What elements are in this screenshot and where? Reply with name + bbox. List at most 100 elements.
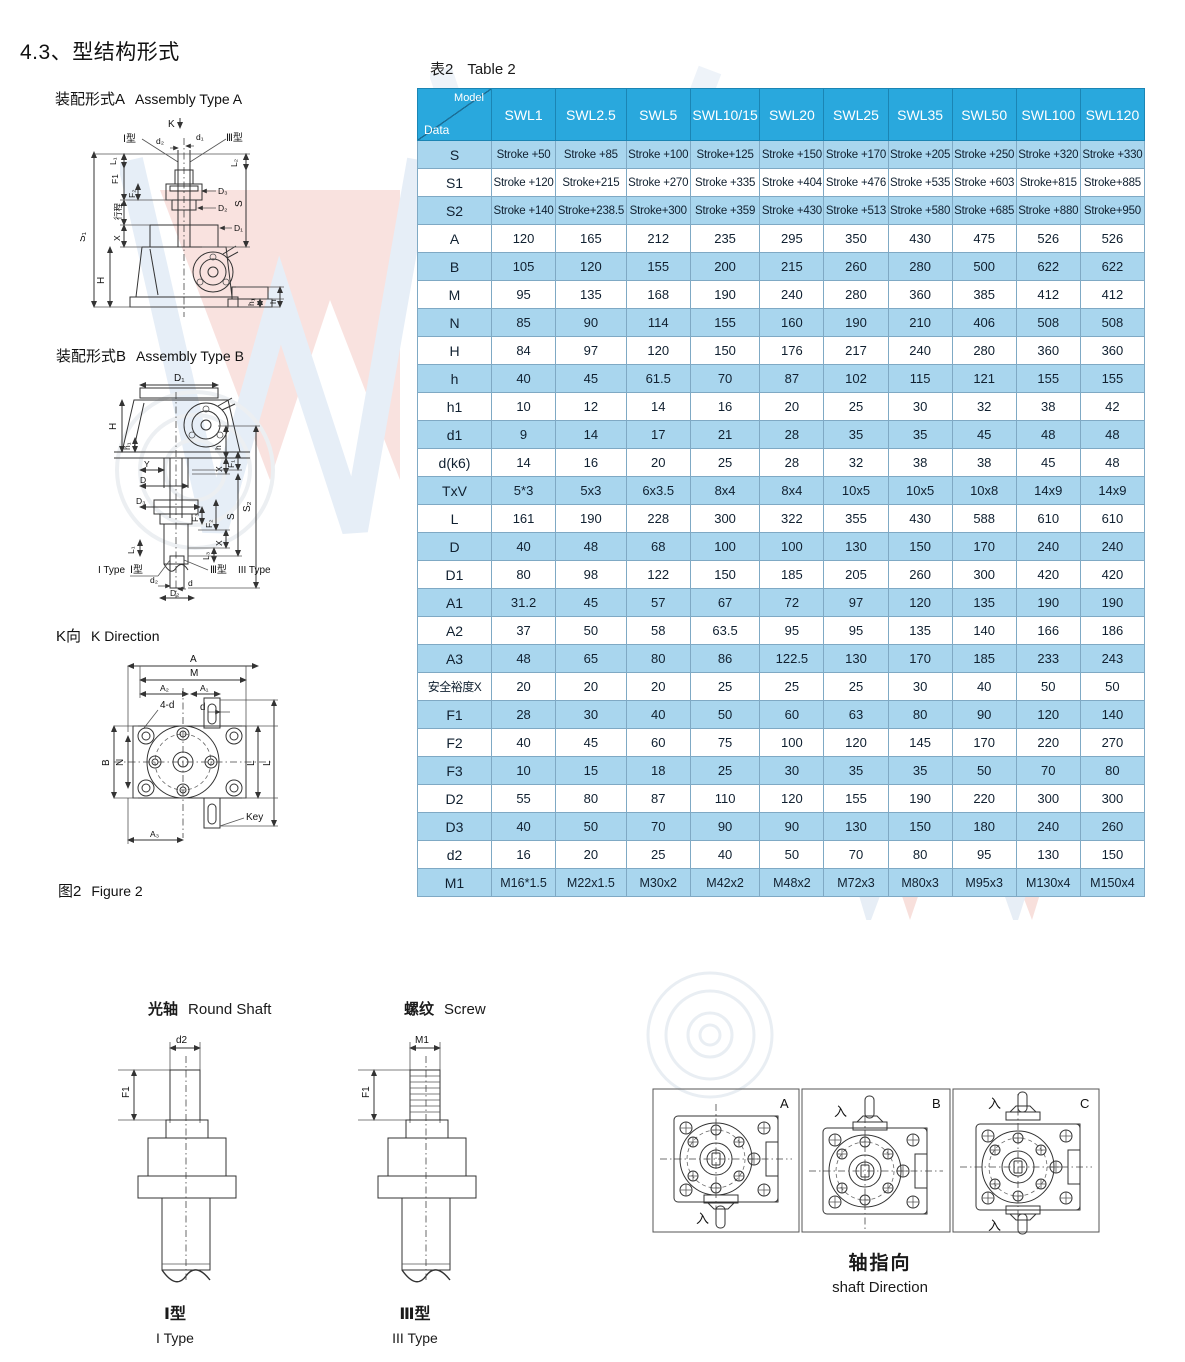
table-cell: 63.5: [689, 616, 761, 645]
table-cell: 55: [490, 784, 557, 813]
table-cell: 32: [951, 392, 1017, 421]
table-cell: 105: [490, 252, 557, 281]
table-cell: 610: [1015, 504, 1081, 533]
table-cell: 100: [689, 532, 761, 561]
table-cell: 350: [823, 224, 889, 253]
table-row-label: A3: [417, 644, 492, 673]
table-cell: 25: [689, 672, 761, 701]
table-cell: Stroke +330: [1079, 140, 1146, 169]
table-cell: 58: [625, 616, 691, 645]
table-column-header: SWL35: [887, 88, 953, 141]
table-cell: 122: [625, 560, 691, 589]
table-cell: 155: [625, 252, 691, 281]
table-cell: Stroke +250: [951, 140, 1017, 169]
table-cell: 42: [1079, 392, 1146, 421]
table-cell: 322: [759, 504, 825, 533]
table-cell: 120: [823, 728, 889, 757]
table-row-label: F1: [417, 700, 492, 729]
table-cell: 40: [490, 728, 557, 757]
table-cell: 190: [1015, 588, 1081, 617]
svg-text:D: D: [140, 475, 146, 485]
table-cell: 121: [951, 364, 1017, 393]
table-cell: 168: [625, 280, 691, 309]
table-cell: 48: [490, 644, 557, 673]
table-row-label: d1: [417, 420, 492, 449]
table-cell: 217: [823, 336, 889, 365]
table-cell: 70: [625, 812, 691, 841]
table-cell: 38: [887, 448, 953, 477]
table-cell: Stroke +270: [625, 168, 691, 197]
svg-text:L: L: [262, 760, 273, 766]
table-cell: 120: [625, 336, 691, 365]
table-cell: 430: [887, 504, 953, 533]
table-cell: 150: [887, 812, 953, 841]
table-cell: 240: [1015, 812, 1081, 841]
table-row-label: 安全裕度X: [417, 672, 492, 701]
svg-text:D₁: D₁: [174, 373, 185, 384]
table-cell: 166: [1015, 616, 1081, 645]
table-cell: 30: [887, 672, 953, 701]
assembly-type-a-diagram: K Ⅰ型 d₂ d₁ Ⅲ型 S₁ H X 行程 F1 F₂ L₁: [80, 112, 360, 327]
table-cell: 90: [555, 308, 627, 337]
table-cell: Stroke +685: [951, 196, 1017, 225]
table-cell: 80: [625, 644, 691, 673]
svg-text:H: H: [96, 277, 107, 284]
table-cell: 150: [887, 532, 953, 561]
shaft-direction-caption-en: shaft Direction: [832, 1279, 928, 1296]
table-cell: 14: [625, 392, 691, 421]
table-cell: Stroke +170: [823, 140, 889, 169]
table-cell: 10: [490, 392, 557, 421]
svg-text:M: M: [190, 668, 198, 679]
table-cell: 32: [823, 448, 889, 477]
table-cell: 622: [1079, 252, 1146, 281]
table-cell: 25: [823, 392, 889, 421]
shaft-direction-panels: 入 A 入 B 入 入 C: [652, 1088, 1100, 1240]
table-cell: 50: [1079, 672, 1146, 701]
svg-text:h: h: [213, 445, 223, 450]
svg-text:L₁: L₁: [126, 546, 136, 554]
table-row-label: L: [417, 504, 492, 533]
svg-text:F1: F1: [361, 1086, 372, 1098]
svg-text:Key: Key: [246, 812, 263, 823]
svg-text:d₂: d₂: [156, 136, 164, 146]
table-row-label: D3: [417, 812, 492, 841]
table-cell: 50: [951, 756, 1017, 785]
table-row-label: A: [417, 224, 492, 253]
table-cell: 135: [887, 616, 953, 645]
table-cell: M22x1.5: [555, 868, 627, 897]
table-row-label: M1: [417, 868, 492, 897]
svg-text:d: d: [200, 702, 206, 713]
table-cell: 87: [625, 784, 691, 813]
table-cell: 220: [951, 784, 1017, 813]
table-cell: 35: [887, 420, 953, 449]
table-cell: 150: [689, 336, 761, 365]
table-cell: Stroke +603: [951, 168, 1017, 197]
table-cell: 30: [887, 392, 953, 421]
table-cell: 98: [555, 560, 627, 589]
table-cell: 40: [490, 812, 557, 841]
table-cell: 215: [759, 252, 825, 281]
table-cell: Stroke+215: [555, 168, 627, 197]
corner-data-label: Data: [424, 123, 450, 137]
table-cell: 87: [759, 364, 825, 393]
svg-text:行程: 行程: [113, 202, 123, 220]
table-cell: 30: [759, 756, 825, 785]
table-cell: 155: [689, 308, 761, 337]
svg-text:H: H: [108, 423, 119, 430]
table-cell: Stroke+125: [689, 140, 761, 169]
table-cell: 240: [759, 280, 825, 309]
table-cell: 80: [1079, 756, 1146, 785]
svg-text:S: S: [234, 200, 245, 207]
table-cell: 90: [689, 812, 761, 841]
table-cell: 205: [823, 560, 889, 589]
table-cell: 170: [951, 728, 1017, 757]
table-row-label: D: [417, 532, 492, 561]
table-cell: 260: [1079, 812, 1146, 841]
table-cell: Stroke +205: [887, 140, 953, 169]
table-cell: 60: [759, 700, 825, 729]
svg-text:F₂: F₂: [204, 520, 214, 529]
